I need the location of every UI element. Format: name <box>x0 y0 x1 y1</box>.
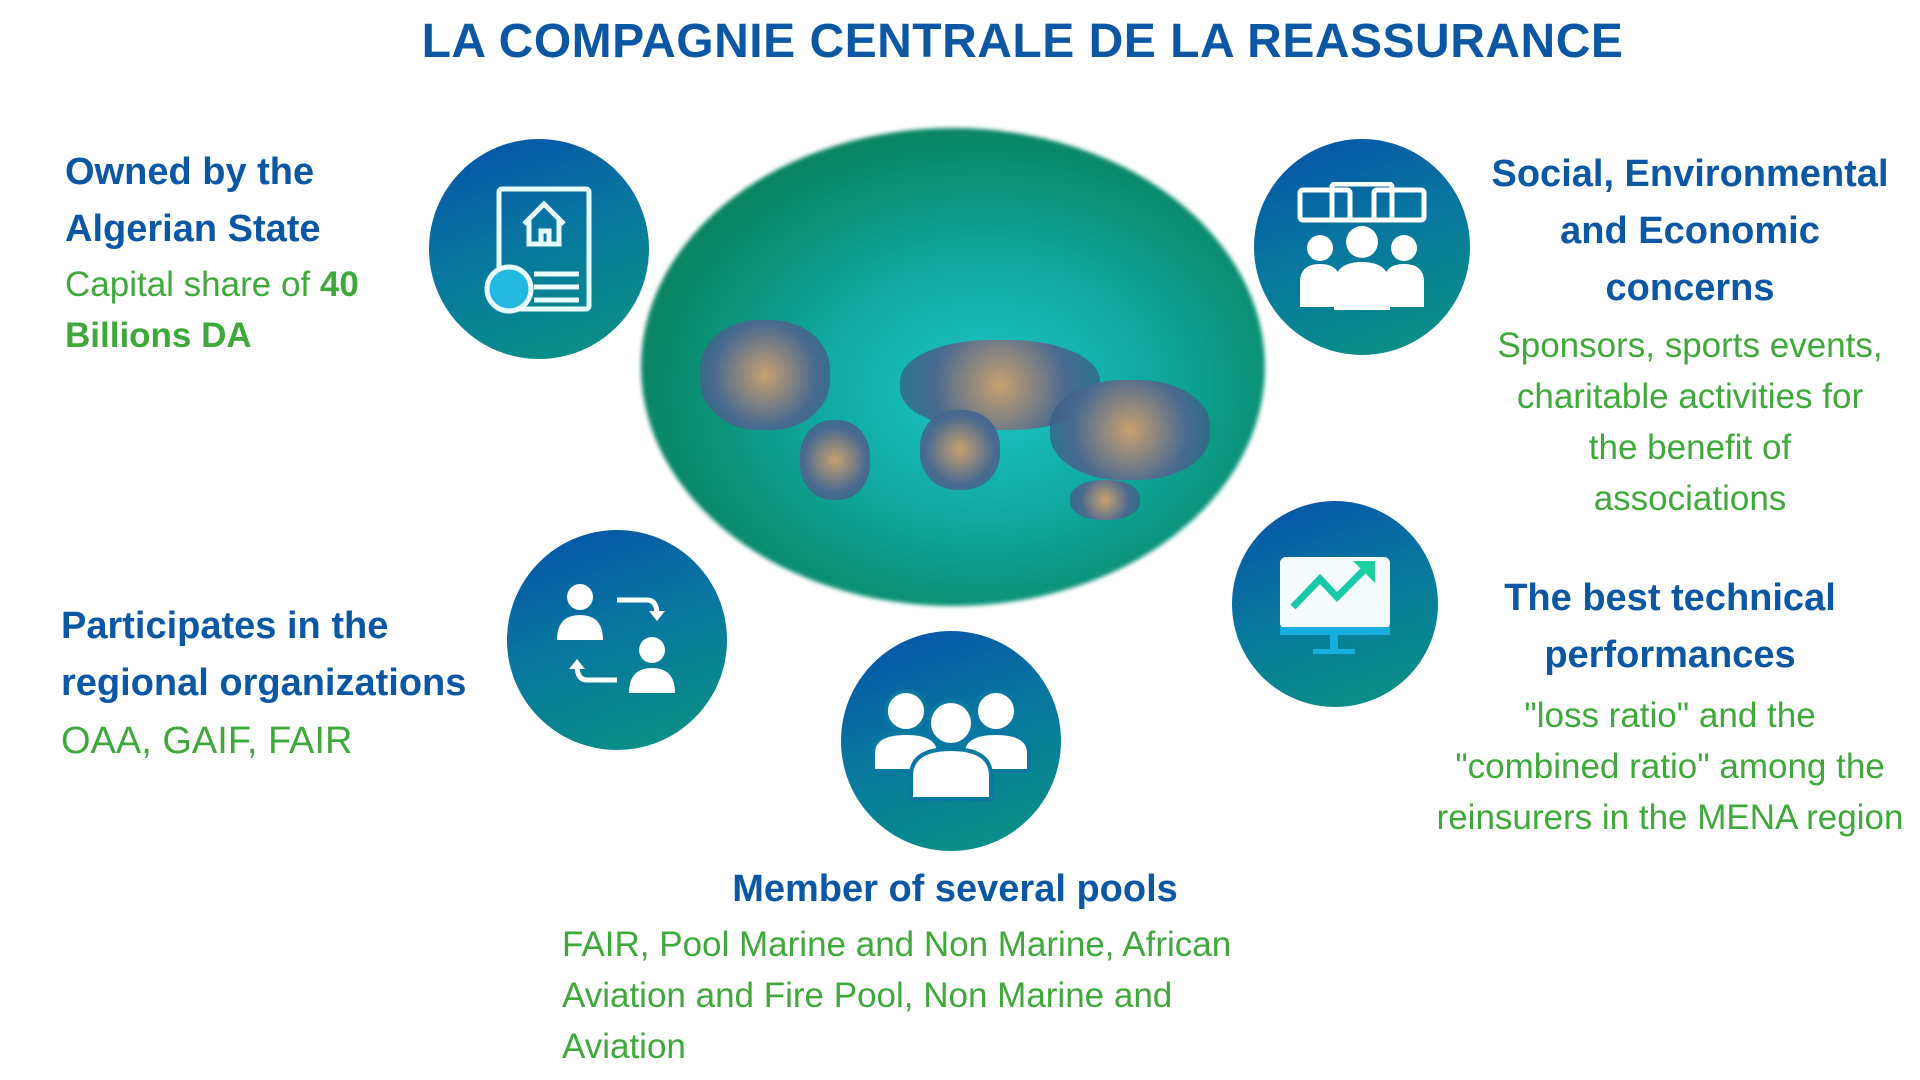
owned-heading: Owned by the Algerian State <box>65 151 321 250</box>
page-title: LA COMPAGNIE CENTRALE DE LA REASSURANCE <box>421 15 1624 68</box>
pools-heading: Member of several pools <box>732 868 1178 910</box>
group-icon <box>841 631 1061 851</box>
performance-heading: The best technical performances <box>1504 577 1836 676</box>
people-speech-icon <box>1254 139 1470 355</box>
social-detail: Sponsors, sports events, charitable acti… <box>1497 326 1883 518</box>
social-heading: Social, Environmental and Economic conce… <box>1491 153 1889 309</box>
regional-detail: OAA, GAIF, FAIR <box>61 720 353 762</box>
exchange-people-icon <box>507 530 727 750</box>
performance-detail: "loss ratio" and the "combined ratio" am… <box>1436 696 1904 837</box>
regional-heading: Participates in the regional organizatio… <box>61 605 467 704</box>
owned-detail: Capital share of 40 Billions DA <box>65 265 359 355</box>
house-document-icon <box>429 139 649 359</box>
pools-detail: FAIR, Pool Marine and Non Marine, Africa… <box>562 925 1232 1066</box>
trend-chart-icon <box>1232 501 1438 707</box>
